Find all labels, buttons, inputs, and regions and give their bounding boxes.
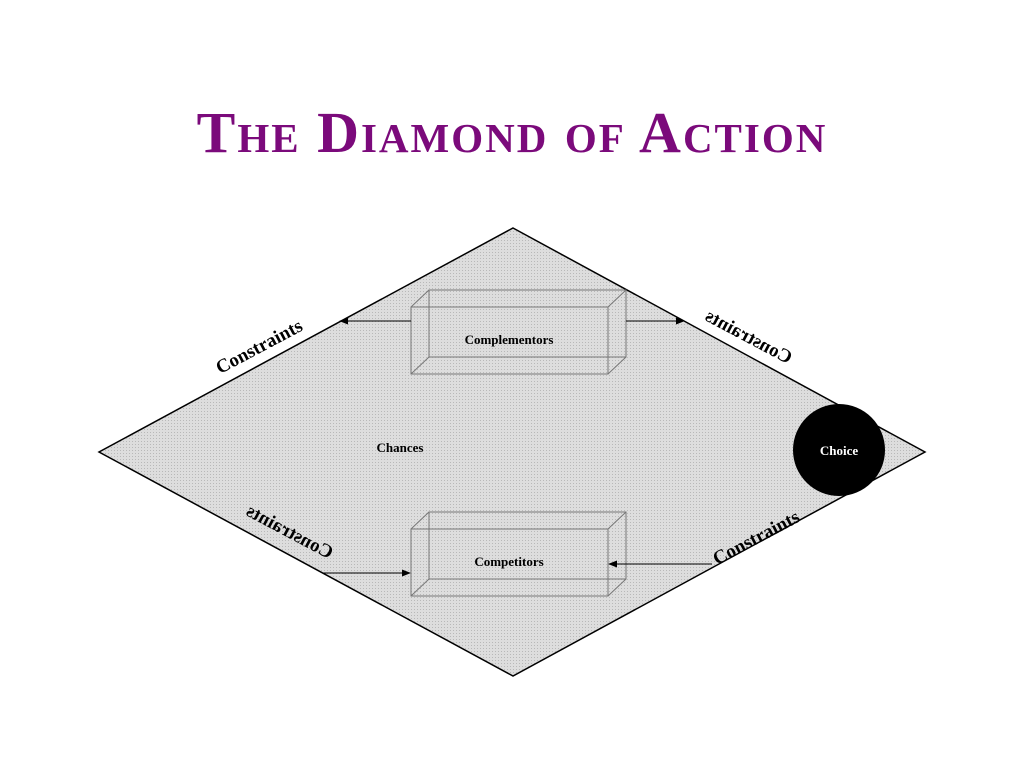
chances-label: Chances [377, 440, 424, 455]
choice-circle [793, 404, 885, 496]
complementors-box [410, 289, 627, 375]
slide-title: The Diamond of Action [196, 100, 828, 165]
competitors-label: Competitors [474, 554, 543, 569]
competitors-box [410, 511, 627, 597]
choice-label: Choice [820, 443, 859, 458]
complementors-label: Complementors [465, 332, 554, 347]
diamond-shape [97, 227, 927, 677]
